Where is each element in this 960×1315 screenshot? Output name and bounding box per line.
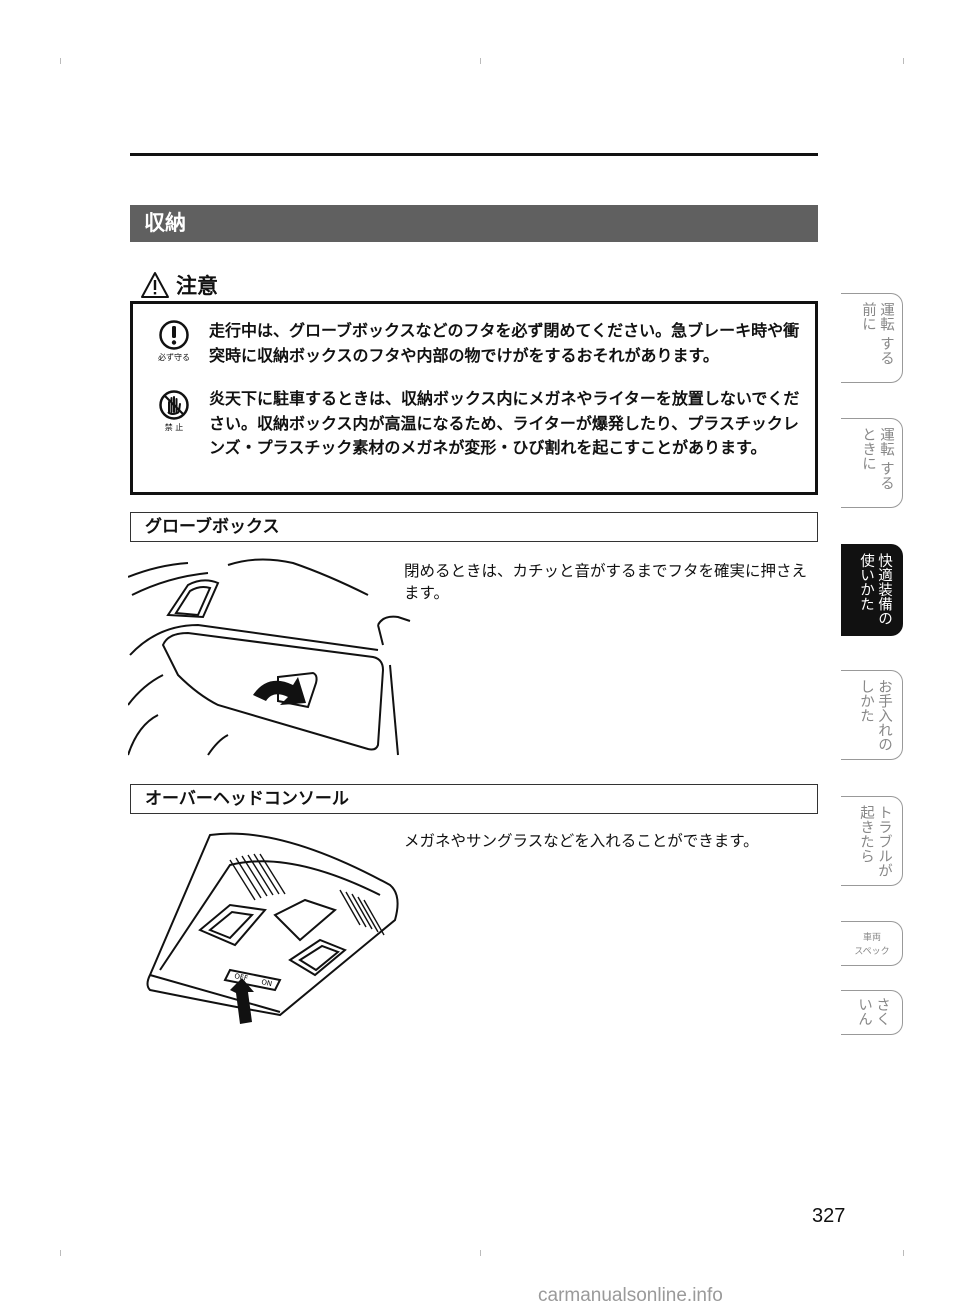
tab-troubleshooting[interactable]: トラブルが 起きたら — [841, 796, 903, 886]
page-number: 327 — [812, 1205, 846, 1227]
overhead-console-illustration: OFF ON — [146, 832, 399, 1024]
prohibited-hand-icon — [159, 390, 189, 420]
caution-text-2: 炎天下に駐車するときは、収納ボックス内にメガネやライターを放置しないでください。… — [209, 389, 800, 457]
mandatory-icon-group: 必ず守る — [151, 320, 197, 363]
caution-box: 必ず守る 走行中は、グローブボックスなどのフタを必ず閉めてください。急ブレーキ時… — [130, 301, 818, 495]
crop-mark — [60, 1250, 61, 1256]
warning-triangle-icon — [141, 272, 169, 298]
tab-index[interactable]: さく いん — [841, 990, 903, 1035]
caution-heading: 注意 — [140, 268, 218, 302]
overhead-heading: オーバーヘッドコンソール — [130, 784, 818, 814]
crop-mark — [903, 1250, 904, 1256]
tab-maintenance[interactable]: お手入れの しかた — [841, 670, 903, 760]
crop-mark — [480, 58, 481, 64]
caution-text-1: 走行中は、グローブボックスなどのフタを必ず閉めてください。急ブレーキ時や衝突時に… — [209, 321, 800, 365]
section-title: 収納 — [130, 205, 818, 242]
tab-while-driving[interactable]: 運転 ときに する — [841, 418, 903, 508]
top-rule — [130, 153, 818, 156]
switch-off-label: OFF — [234, 972, 249, 983]
prohibited-icon-group: 禁 止 — [151, 390, 197, 433]
tab-comfort-equipment[interactable]: 快適装備の 使いかた — [841, 544, 903, 636]
tab-specs[interactable]: 車両 スペック — [841, 921, 903, 966]
crop-mark — [60, 58, 61, 64]
crop-mark — [480, 1250, 481, 1256]
glovebox-description: 閉めるときは、カチッと音がするまでフタを確実に押さえます。 — [404, 562, 808, 602]
caution-title: 注意 — [176, 274, 218, 298]
watermark: carmanualsonline.info — [538, 1285, 723, 1306]
push-arrow-icon — [230, 978, 254, 1024]
overhead-description: メガネやサングラスなどを入れることができます。 — [404, 832, 759, 850]
tab-before-driving[interactable]: 運転 前に する — [841, 293, 903, 383]
prohibited-label: 禁 止 — [164, 423, 184, 432]
crop-mark — [903, 58, 904, 64]
exclamation-icon — [159, 320, 189, 350]
glovebox-heading: グローブボックス — [130, 512, 818, 542]
switch-on-label: ON — [261, 978, 273, 988]
glovebox-illustration — [128, 558, 411, 756]
mandatory-label: 必ず守る — [158, 353, 190, 362]
